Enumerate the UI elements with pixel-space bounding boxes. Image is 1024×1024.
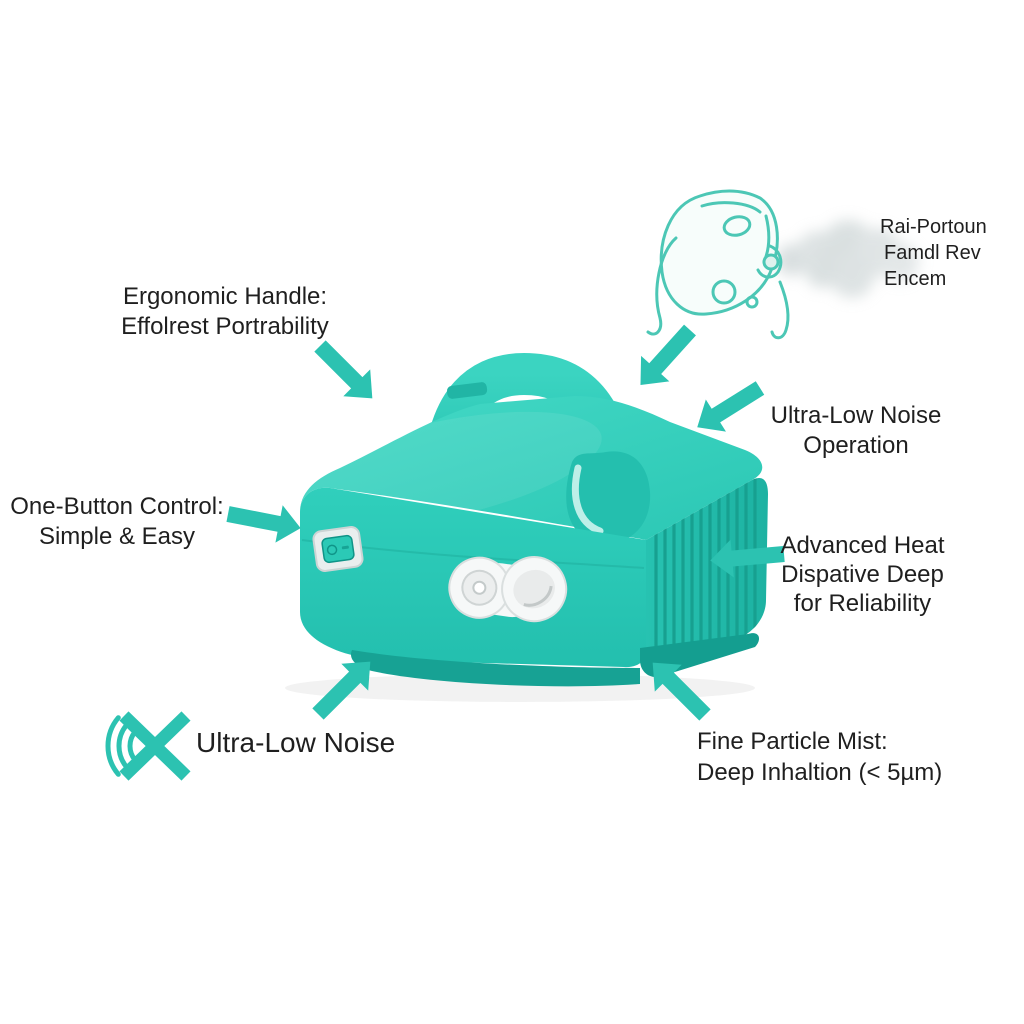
nebulizer-device bbox=[278, 352, 768, 687]
callout-advanced-heat: Advanced Heat Dispative Deep for Reliabi… bbox=[775, 531, 950, 618]
callout-ultra-low-noise-badge: Ultra-Low Noise bbox=[196, 727, 436, 759]
callout-line: Ergonomic Handle: bbox=[122, 283, 328, 310]
callout-line: Advanced Heat bbox=[780, 532, 945, 559]
callout-line: Ultra-Low Noise bbox=[770, 402, 942, 429]
callout-mask-note: Rai-Portoun Famdl Rev Encem bbox=[880, 214, 1010, 292]
callout-one-button-control: One-Button Control: Simple & Easy bbox=[8, 492, 226, 552]
arrow-to-handle bbox=[306, 332, 386, 412]
handle-socket-highlight bbox=[571, 464, 604, 535]
mist-cloud bbox=[776, 220, 919, 298]
callout-line: Operation bbox=[803, 432, 909, 459]
callout-line: Fine Particle Mist: bbox=[697, 728, 888, 755]
callout-line: Deep Inhaltion (< 5µm) bbox=[697, 759, 943, 786]
muted-sound-icon bbox=[105, 711, 191, 781]
power-switch bbox=[312, 526, 364, 572]
callout-line: Famdl Rev bbox=[884, 242, 981, 264]
callout-line: Encem bbox=[884, 268, 947, 290]
mask-illustration bbox=[646, 189, 790, 340]
callout-fine-particle-mist: Fine Particle Mist: Deep Inhaltion (< 5µ… bbox=[697, 726, 947, 788]
callout-line: for Reliability bbox=[793, 590, 932, 617]
callout-line: Rai-Portoun bbox=[880, 216, 987, 238]
outlet-ports bbox=[448, 556, 568, 623]
callout-ultra-low-noise-operation: Ultra-Low Noise Operation bbox=[762, 401, 950, 461]
callout-line: Effolrest Portrability bbox=[121, 313, 329, 340]
device-base-front bbox=[350, 650, 640, 687]
arrow-noise-operation bbox=[687, 371, 771, 444]
handle-notch bbox=[446, 382, 488, 399]
callout-ergonomic-handle: Ergonomic Handle: Effolrest Portrability bbox=[92, 282, 358, 342]
callout-line: Simple & Easy bbox=[38, 523, 196, 550]
badge-label: Ultra-Low Noise bbox=[196, 727, 396, 758]
callout-line: One-Button Control: bbox=[10, 493, 224, 520]
callout-line: Dispative Deep bbox=[781, 561, 944, 588]
arrow-mask-to-device bbox=[626, 317, 705, 398]
